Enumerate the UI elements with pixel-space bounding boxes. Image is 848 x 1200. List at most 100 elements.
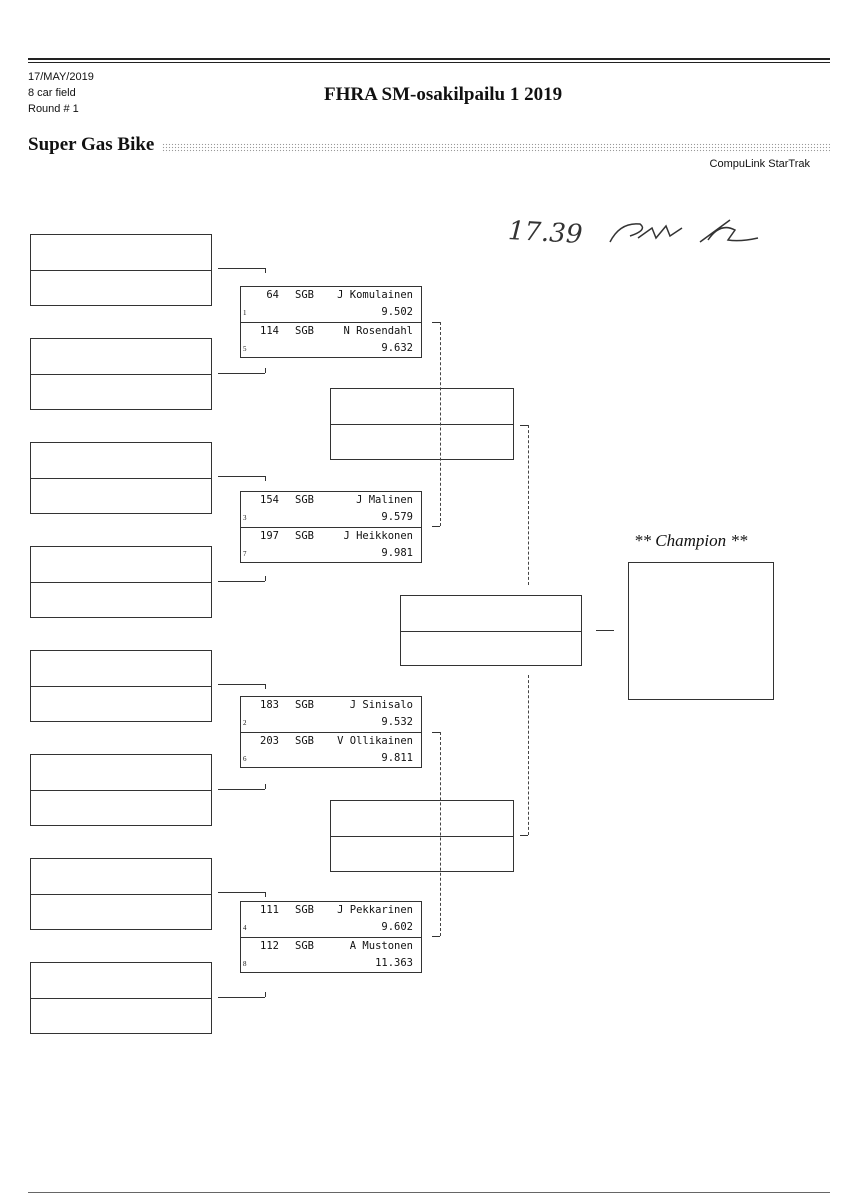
car-number: 114 [260,325,279,337]
dashed-connector [440,732,441,936]
et: 9.602 [381,921,413,933]
seed: 5 [243,345,247,353]
connector-tick [265,268,266,273]
connector-line [218,892,265,893]
racer-name: J Heikkonen [343,530,413,542]
class: SGB [295,940,314,952]
entry-box [30,442,212,514]
et: 9.981 [381,547,413,559]
class: SGB [295,735,314,747]
entry-box-lane [31,582,211,617]
connector-line [432,936,440,937]
field-size: 8 car field [28,87,76,99]
racer-name: J Malinen [356,494,413,506]
class: SGB [295,289,314,301]
car-number: 203 [260,735,279,747]
car-number: 111 [260,904,279,916]
et: 9.532 [381,716,413,728]
et: 9.579 [381,511,413,523]
entry-box-lane [31,963,211,998]
connector-line [432,526,440,527]
class: SGB [295,325,314,337]
entry-box [30,754,212,826]
racer-name: J Komulainen [337,289,413,301]
car-number: 64 [266,289,279,301]
bottom-rule [28,1192,830,1193]
semifinal-box-2 [330,800,514,872]
champion-box [628,562,774,700]
connector-line [218,997,265,998]
entry-box [30,546,212,618]
event-title: FHRA SM-osakilpailu 1 2019 [324,84,563,105]
connector-line [432,732,440,733]
seed: 7 [243,550,247,558]
connector-tick [265,992,266,997]
connector-line [520,835,528,836]
top-rule-thin [28,62,830,63]
seed: 2 [243,719,247,727]
date: 17/MAY/2019 [28,71,94,83]
entry-box-lane [31,755,211,790]
car-number: 197 [260,530,279,542]
entry-box [30,650,212,722]
entry-box-lane [31,339,211,374]
class: SGB [295,699,314,711]
final-connector [596,630,614,631]
car-number: 112 [260,940,279,952]
class: SGB [295,494,314,506]
connector-line [218,581,265,582]
seed: 4 [243,924,247,932]
entry-box-lane [31,374,211,409]
racer-name: A Mustonen [349,940,413,952]
top-rule [28,58,830,60]
entry-box-lane [31,686,211,721]
entry-box-lane [31,478,211,513]
entry-box-lane [31,270,211,305]
entry-box [30,338,212,410]
dashed-connector [528,675,529,835]
et: 9.632 [381,342,413,354]
et: 9.502 [381,306,413,318]
semifinal-box-1 [330,388,514,460]
class: SGB [295,530,314,542]
connector-tick [265,576,266,581]
entry-box-lane [31,443,211,478]
connector-tick [265,892,266,897]
entry-box-lane [31,547,211,582]
et: 9.811 [381,752,413,764]
car-number: 154 [260,494,279,506]
connector-line [218,373,265,374]
dashed-connector [528,425,529,585]
signature [609,219,759,243]
entry-box [30,962,212,1034]
software-label: CompuLink StarTrak [709,158,810,170]
final-box [400,595,582,666]
connector-tick [265,684,266,689]
connector-line [218,684,265,685]
entry-box-lane [31,790,211,825]
round: Round # 1 [28,103,79,115]
class: SGB [295,904,314,916]
connector-tick [265,368,266,373]
class-title: Super Gas Bike [28,134,155,155]
handwritten-time: 17.39 [507,216,584,250]
connector-line [218,789,265,790]
entry-box-lane [31,859,211,894]
entry-box-lane [31,998,211,1033]
seed: 8 [243,960,247,968]
seed: 6 [243,755,247,763]
entry-lane-1: 111 SGB J Pekkarinen 9.602 4 [241,902,421,937]
champion-label: ** Champion ** [634,531,748,550]
entry-box-lane [31,651,211,686]
entry-lane-2: 197 SGB J Heikkonen 9.981 7 [241,527,421,562]
racer-name: J Pekkarinen [337,904,413,916]
